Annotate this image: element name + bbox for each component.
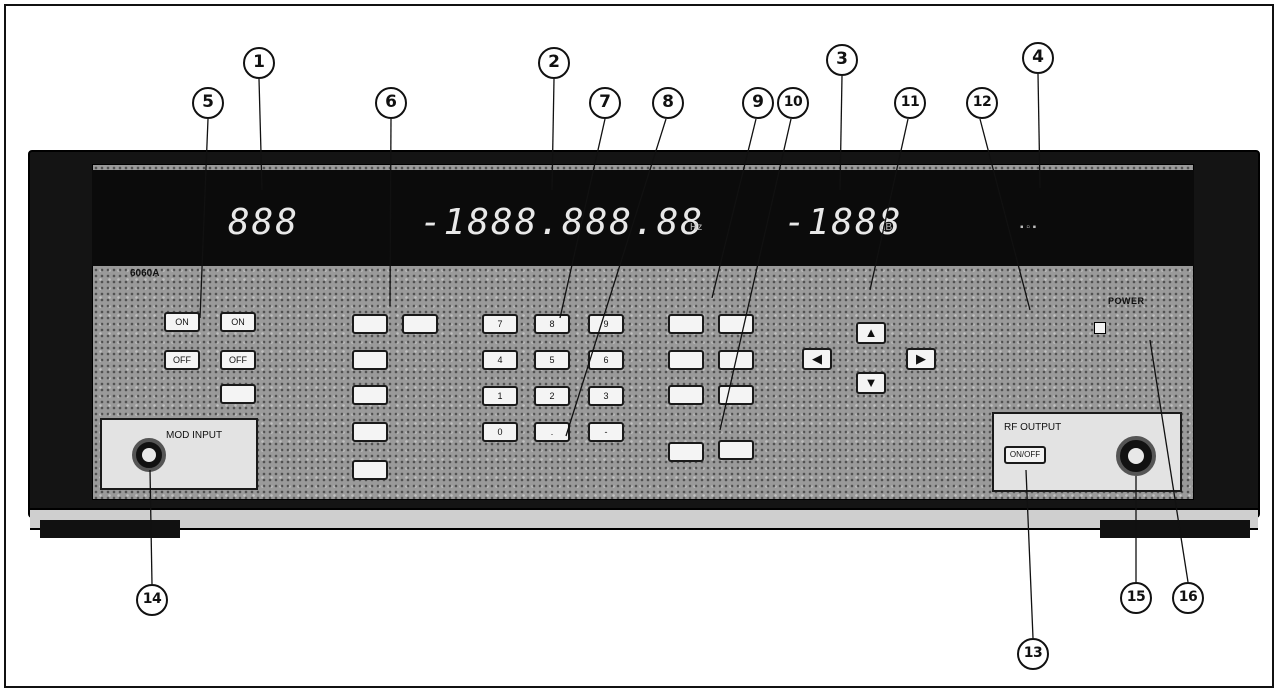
keypad-key[interactable]: 9 bbox=[588, 314, 624, 334]
center-unit-mark: Hz bbox=[690, 222, 703, 233]
key-g5-c[interactable]: OFF bbox=[164, 350, 200, 370]
key-g6-c[interactable] bbox=[352, 350, 388, 370]
callout-14: 14 bbox=[136, 584, 168, 616]
leader-line-5 bbox=[199, 118, 209, 319]
leader-line-16 bbox=[1149, 339, 1189, 583]
callout-8: 8 bbox=[652, 87, 684, 119]
leader-line-9 bbox=[711, 118, 757, 299]
keypad-key[interactable]: . bbox=[534, 422, 570, 442]
arrow-right-key[interactable]: ▶ bbox=[906, 348, 936, 370]
key-g10-b[interactable] bbox=[718, 440, 754, 460]
callout-2: 2 bbox=[538, 47, 570, 79]
leader-line-10 bbox=[719, 118, 792, 431]
bnc-connector-icon[interactable] bbox=[132, 438, 166, 472]
callout-10: 10 bbox=[777, 87, 809, 119]
key-g5-d[interactable]: OFF bbox=[220, 350, 256, 370]
arrow-left-key[interactable]: ◀ bbox=[802, 348, 832, 370]
callout-4: 4 bbox=[1022, 42, 1054, 74]
key-g6-b[interactable] bbox=[402, 314, 438, 334]
display-band bbox=[92, 170, 1194, 266]
rf-on-off-button[interactable]: ON/OFF bbox=[1004, 446, 1046, 464]
callout-13: 13 bbox=[1017, 638, 1049, 670]
callout-5: 5 bbox=[192, 87, 224, 119]
keypad-key[interactable]: 3 bbox=[588, 386, 624, 406]
keypad-key[interactable]: 1 bbox=[482, 386, 518, 406]
key-g10-a[interactable] bbox=[668, 442, 704, 462]
callout-16: 16 bbox=[1172, 582, 1204, 614]
leader-line-2 bbox=[551, 78, 555, 191]
mod-input-panel: MOD INPUT bbox=[100, 418, 258, 490]
leader-line-14 bbox=[149, 469, 153, 585]
callout-3: 3 bbox=[826, 44, 858, 76]
key-g6-e[interactable] bbox=[352, 422, 388, 442]
arrow-left-icon: ◀ bbox=[812, 351, 822, 366]
right-unit-mark: dB bbox=[880, 222, 893, 233]
instrument-base bbox=[30, 508, 1258, 530]
left-foot bbox=[40, 520, 180, 538]
key-g6-d[interactable] bbox=[352, 385, 388, 405]
keypad-key[interactable]: 0 bbox=[482, 422, 518, 442]
key-g9-c[interactable] bbox=[668, 350, 704, 370]
key-g9-a[interactable] bbox=[668, 314, 704, 334]
center-readout: -1888.888.88 bbox=[420, 202, 705, 243]
leader-line-6 bbox=[389, 118, 392, 307]
callout-6: 6 bbox=[375, 87, 407, 119]
leader-line-12 bbox=[979, 118, 1031, 311]
callout-12: 12 bbox=[966, 87, 998, 119]
rf-output-connector[interactable] bbox=[1116, 436, 1156, 476]
key-g5-a[interactable]: ON bbox=[164, 312, 200, 332]
keypad-key[interactable]: - bbox=[588, 422, 624, 442]
rf-output-label: RF OUTPUT bbox=[1004, 422, 1062, 433]
power-switch[interactable] bbox=[1094, 322, 1106, 334]
leader-line-11 bbox=[869, 118, 909, 291]
keypad-key[interactable]: 7 bbox=[482, 314, 518, 334]
arrow-right-icon: ▶ bbox=[916, 351, 926, 366]
keypad-key[interactable]: 4 bbox=[482, 350, 518, 370]
left-readout: 888 bbox=[228, 202, 300, 243]
mod-input-label: MOD INPUT bbox=[166, 430, 223, 441]
model-label: 6060A bbox=[130, 268, 160, 279]
callout-15: 15 bbox=[1120, 582, 1152, 614]
keypad-key[interactable]: 5 bbox=[534, 350, 570, 370]
arrow-down-icon: ▼ bbox=[864, 375, 878, 390]
keypad-key[interactable]: 8 bbox=[534, 314, 570, 334]
key-g5-e[interactable] bbox=[220, 384, 256, 404]
key-g6-a[interactable] bbox=[352, 314, 388, 334]
callout-7: 7 bbox=[589, 87, 621, 119]
right-readout: -1888 bbox=[784, 202, 903, 243]
callout-1: 1 bbox=[243, 47, 275, 79]
arrow-down-key[interactable]: ▼ bbox=[856, 372, 886, 394]
keypad-key[interactable]: 2 bbox=[534, 386, 570, 406]
leader-line-13 bbox=[1025, 469, 1034, 639]
arrow-up-icon: ▲ bbox=[864, 325, 878, 340]
right-foot bbox=[1100, 520, 1250, 538]
callout-9: 9 bbox=[742, 87, 774, 119]
power-label: POWER bbox=[1108, 296, 1145, 306]
status-annunciator: ▪ ▫ ▪ bbox=[1020, 222, 1037, 233]
leader-line-1 bbox=[258, 78, 263, 191]
leader-line-7 bbox=[559, 118, 606, 319]
leader-line-8 bbox=[565, 118, 667, 437]
callout-11: 11 bbox=[894, 87, 926, 119]
keypad-key[interactable]: 6 bbox=[588, 350, 624, 370]
key-g6-f[interactable] bbox=[352, 460, 388, 480]
leader-line-4 bbox=[1037, 73, 1041, 189]
arrow-up-key[interactable]: ▲ bbox=[856, 322, 886, 344]
figure-frame bbox=[4, 4, 1274, 688]
key-g5-b[interactable]: ON bbox=[220, 312, 256, 332]
leader-line-3 bbox=[839, 75, 843, 191]
key-g9-e[interactable] bbox=[668, 385, 704, 405]
